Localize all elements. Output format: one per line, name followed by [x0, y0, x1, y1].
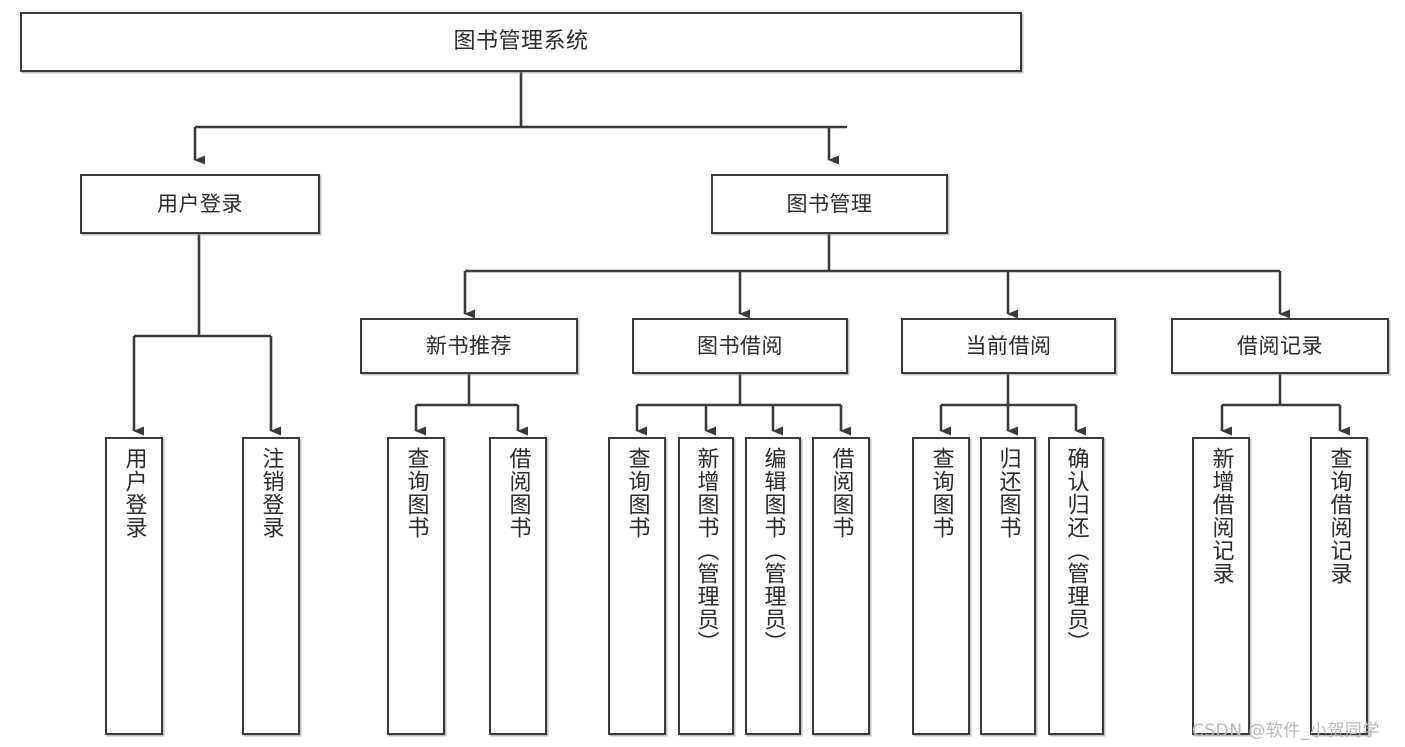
node-leaf-query-book-1[interactable]: 查询图书 [387, 437, 445, 735]
node-leaf-query-record-label: 查询借阅记录 [1326, 447, 1352, 585]
node-leaf-query-book-2-label: 查询图书 [624, 447, 650, 539]
node-leaf-add-book[interactable]: 新增图书（管理员） [678, 437, 734, 735]
node-leaf-edit-book-label: 编辑图书（管理员） [760, 447, 786, 654]
node-book-mgmt[interactable]: 图书管理 [711, 174, 948, 234]
node-leaf-return-book-label: 归还图书 [995, 447, 1021, 539]
node-leaf-query-record[interactable]: 查询借阅记录 [1310, 437, 1368, 735]
node-leaf-edit-book[interactable]: 编辑图书（管理员） [745, 437, 801, 735]
csdn-watermark: CSDN @软件_小贺同学 [1192, 721, 1380, 741]
node-borrow-record[interactable]: 借阅记录 [1171, 318, 1389, 374]
node-root-label: 图书管理系统 [453, 29, 589, 55]
node-leaf-add-book-label: 新增图书（管理员） [693, 447, 719, 654]
node-borrow-record-label: 借阅记录 [1237, 333, 1323, 358]
node-leaf-borrow-book-1[interactable]: 借阅图书 [489, 437, 547, 735]
node-book-mgmt-label: 图书管理 [786, 191, 873, 216]
node-leaf-borrow-book-2[interactable]: 借阅图书 [812, 437, 870, 735]
node-new-book-rec[interactable]: 新书推荐 [360, 318, 578, 374]
node-leaf-query-book-3[interactable]: 查询图书 [912, 437, 970, 735]
node-book-borrow[interactable]: 图书借阅 [632, 318, 848, 374]
node-leaf-borrow-book-2-label: 借阅图书 [828, 447, 854, 539]
node-leaf-borrow-book-1-label: 借阅图书 [505, 447, 531, 539]
node-leaf-add-record[interactable]: 新增借阅记录 [1192, 437, 1250, 735]
node-user-login-label: 用户登录 [157, 191, 243, 216]
node-leaf-confirm-return[interactable]: 确认归还（管理员） [1048, 437, 1104, 735]
node-leaf-logout-label: 注销登录 [258, 447, 284, 539]
node-leaf-user-login-label: 用户登录 [121, 447, 147, 539]
node-root[interactable]: 图书管理系统 [20, 12, 1022, 72]
node-leaf-confirm-return-label: 确认归还（管理员） [1063, 447, 1089, 654]
node-leaf-query-book-3-label: 查询图书 [928, 447, 954, 539]
node-leaf-query-book-2[interactable]: 查询图书 [608, 437, 666, 735]
node-book-borrow-label: 图书借阅 [697, 333, 783, 358]
node-current-borrow-label: 当前借阅 [965, 333, 1052, 358]
node-user-login[interactable]: 用户登录 [80, 174, 320, 234]
node-leaf-return-book[interactable]: 归还图书 [980, 437, 1036, 735]
node-leaf-query-book-1-label: 查询图书 [403, 447, 429, 539]
node-leaf-add-record-label: 新增借阅记录 [1208, 447, 1234, 585]
node-leaf-logout[interactable]: 注销登录 [242, 437, 300, 735]
node-leaf-user-login[interactable]: 用户登录 [105, 437, 163, 735]
node-current-borrow[interactable]: 当前借阅 [901, 318, 1116, 374]
node-new-book-rec-label: 新书推荐 [426, 333, 512, 358]
